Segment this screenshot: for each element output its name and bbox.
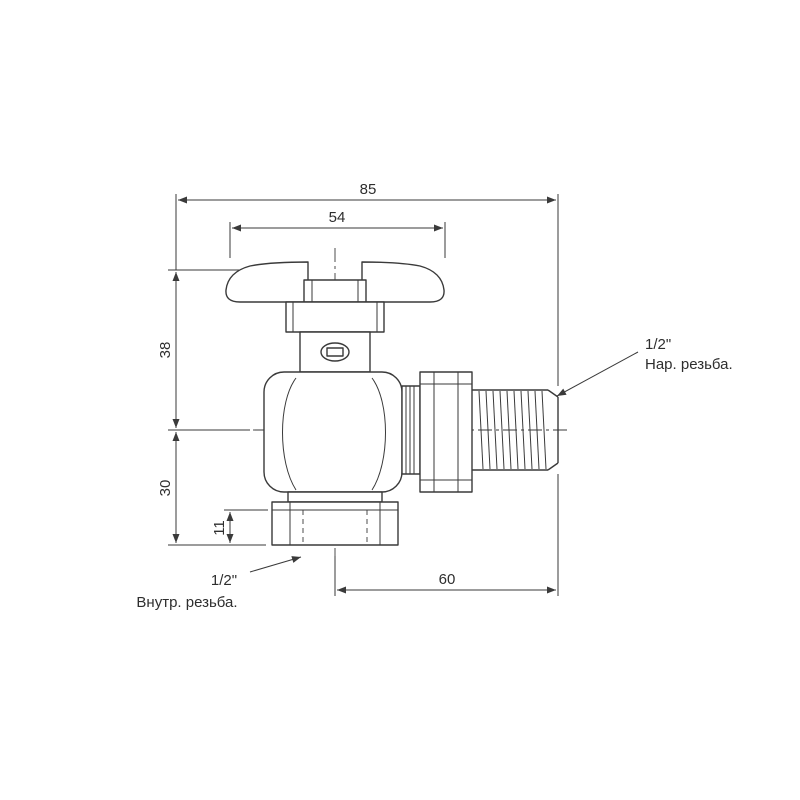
- female-thread-size-label: 1/2": [211, 572, 237, 589]
- callouts: 1/2" Нар. резьба. 1/2" Внутр. резьба.: [136, 336, 732, 611]
- handle-flange: [285, 301, 385, 333]
- callout-male-thread: 1/2" Нар. резьба.: [556, 336, 733, 397]
- callout-female-thread: 1/2" Внутр. резьба.: [136, 556, 302, 611]
- stem-housing: [299, 331, 371, 373]
- valve-outline: [225, 261, 559, 546]
- dim-60-outlet-length: 60: [334, 474, 559, 596]
- dim-85-value: 85: [360, 181, 377, 198]
- male-thread: [472, 389, 559, 471]
- female-thread-type-label: Внутр. резьба.: [136, 594, 237, 611]
- union-thread-stub: [401, 385, 421, 475]
- male-thread-type-label: Нар. резьба.: [645, 356, 733, 373]
- valve-body: [263, 371, 403, 493]
- butterfly-handle: [225, 261, 445, 303]
- dim-60-value: 60: [439, 571, 456, 588]
- dim-38-value: 38: [157, 342, 174, 359]
- male-thread-size-label: 1/2": [645, 336, 671, 353]
- dim-11-thread-depth: 11: [211, 509, 268, 543]
- union-nut: [419, 371, 473, 493]
- dim-11-value: 11: [211, 520, 228, 536]
- dim-38-upper-height: 38: [157, 269, 250, 431]
- dim-54-handle-width: 54: [229, 209, 446, 258]
- dim-30-lower-height: 30: [157, 432, 266, 546]
- dim-85-total-length: 85: [175, 181, 559, 386]
- dim-54-value: 54: [329, 209, 346, 226]
- dim-30-value: 30: [157, 480, 174, 497]
- female-port: [271, 491, 399, 546]
- dimensions: 85 54 38 30 11: [157, 181, 559, 596]
